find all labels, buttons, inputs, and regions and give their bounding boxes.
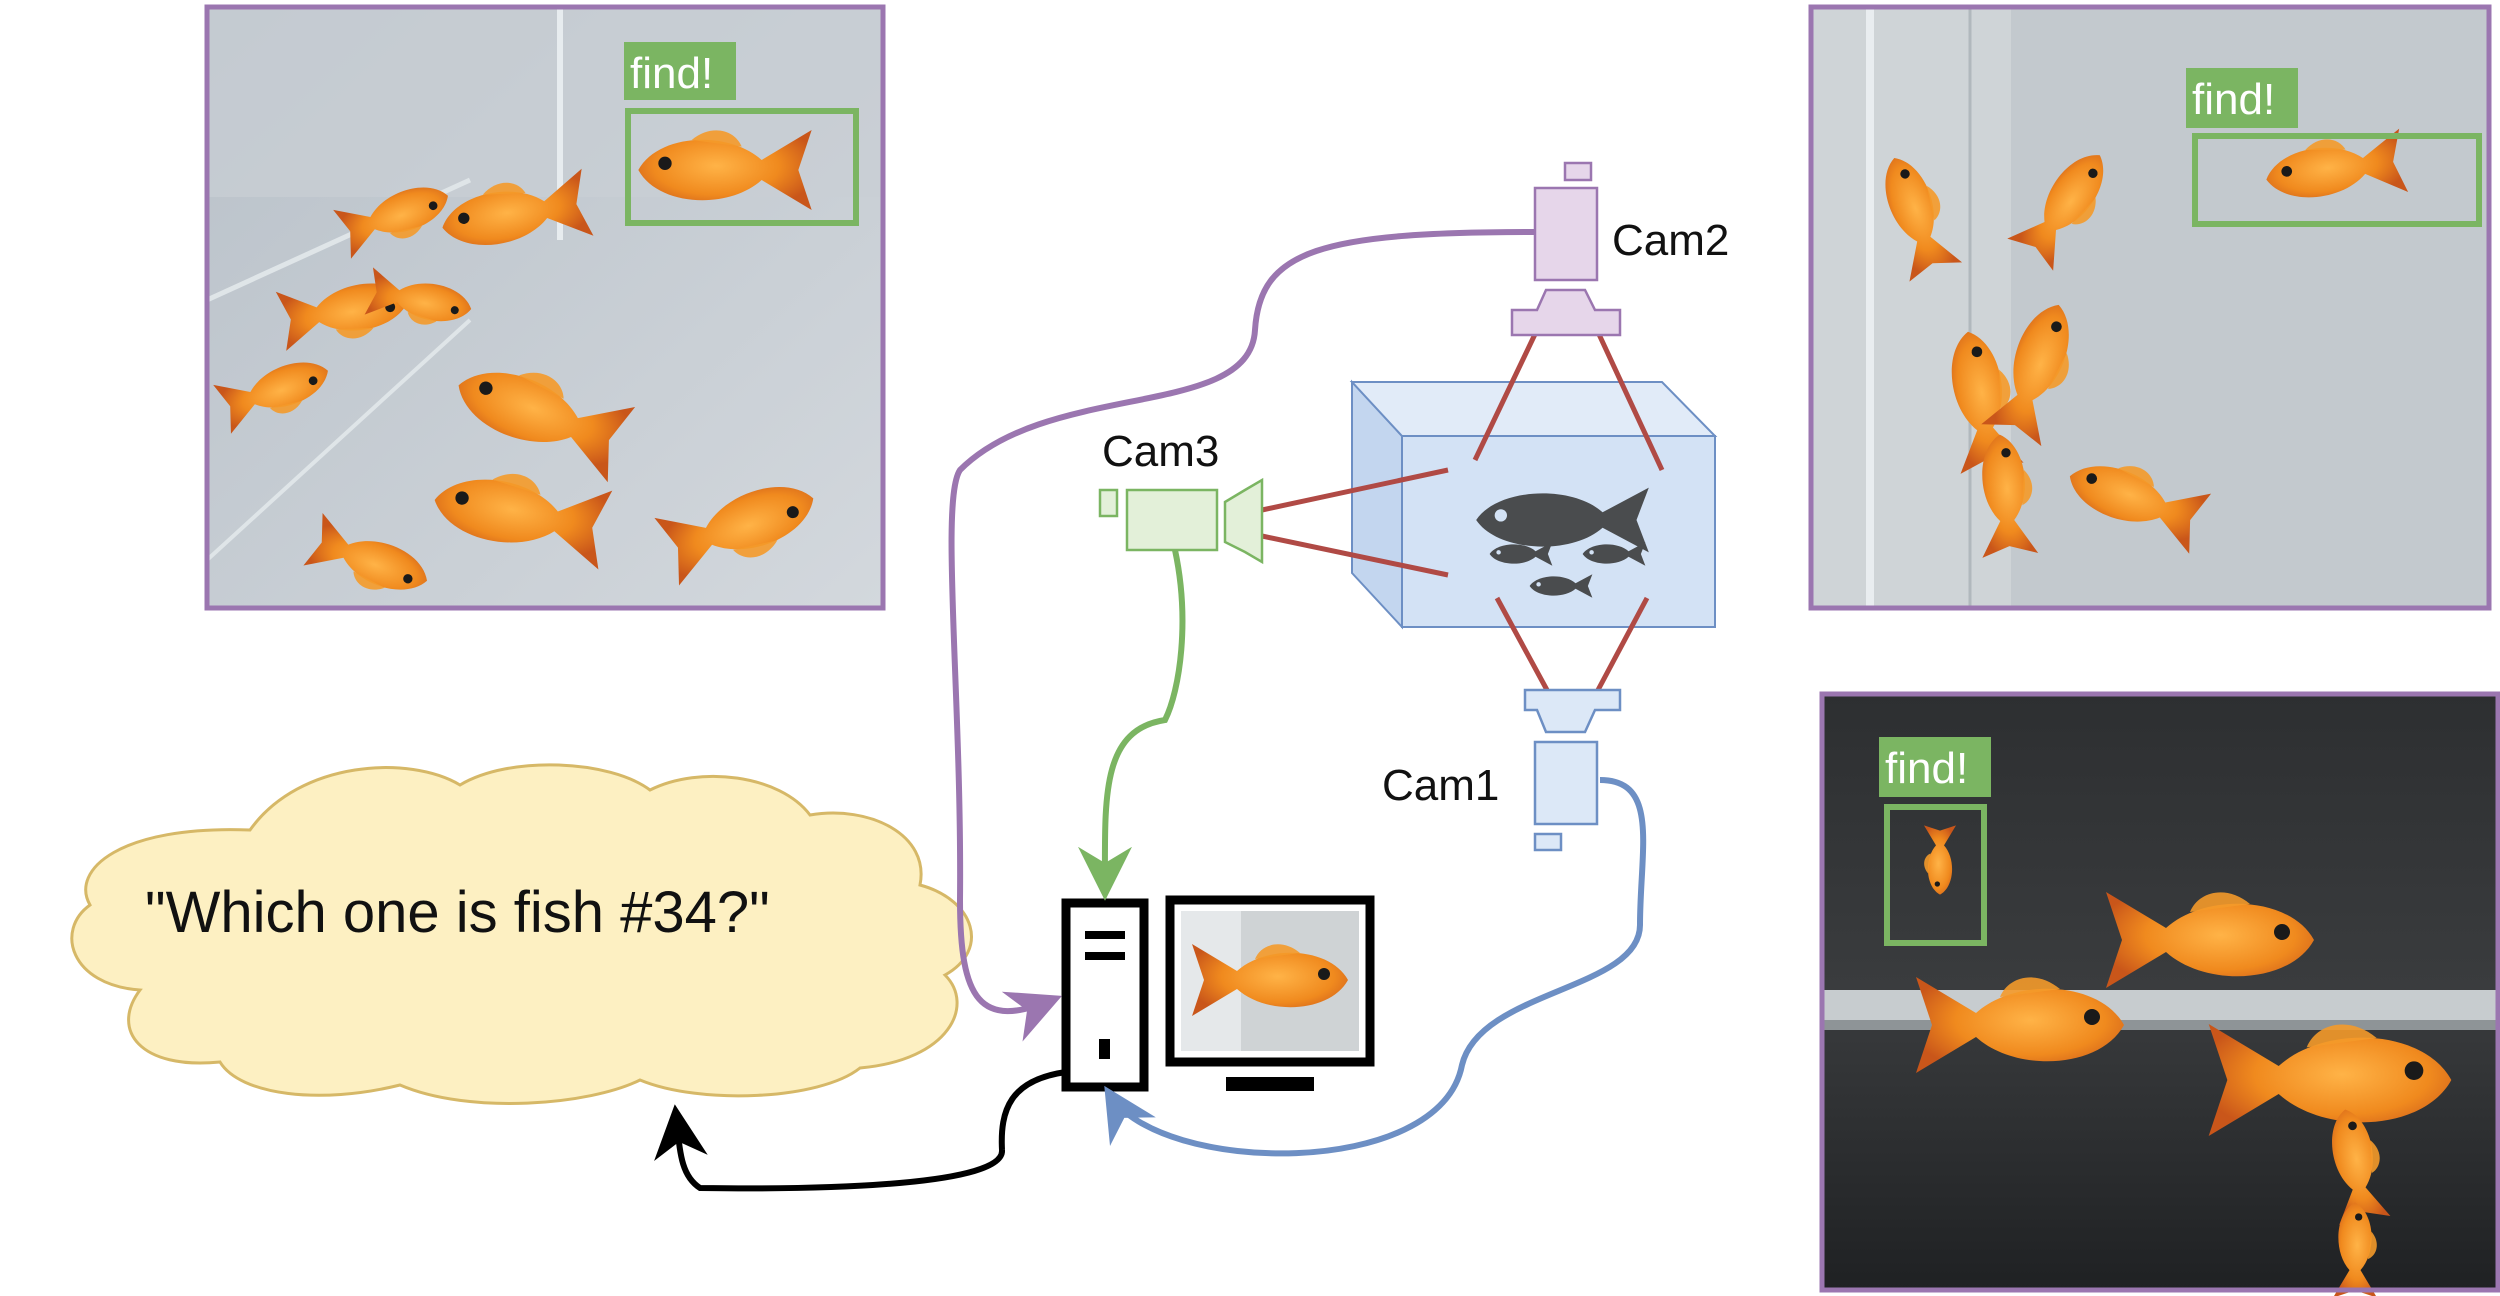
aquarium-tank-icon	[1349, 379, 1718, 630]
find-box	[625, 108, 859, 226]
photo-bottom-right: find!	[1819, 691, 2500, 1296]
camera-3: Cam3	[1098, 427, 1264, 565]
find-box	[2192, 133, 2482, 227]
cam2-label: Cam2	[1612, 216, 1729, 265]
cam1-connector	[1104, 777, 1647, 1157]
photo-top-right: find!	[1808, 4, 2492, 611]
cam1-label: Cam1	[1382, 761, 1499, 810]
photo-top-left: find!	[204, 4, 886, 611]
cam3-label: Cam3	[1102, 427, 1219, 476]
find-label: find!	[2192, 75, 2275, 124]
find-label: find!	[1885, 744, 1968, 793]
find-label: find!	[630, 49, 713, 98]
desktop-computer-icon	[1061, 898, 1149, 1092]
thought-cloud: "Which one is fish #34?"	[70, 763, 973, 1105]
cam3-connector	[1077, 549, 1186, 901]
find-tag	[624, 42, 736, 100]
computer-to-cloud-connector	[654, 1069, 1067, 1192]
find-tag	[2186, 68, 2298, 128]
find-tag	[1879, 737, 1991, 797]
camera-1: Cam1	[1382, 688, 1622, 852]
camera-view-rays	[1261, 328, 1665, 692]
monitor-icon	[1165, 895, 1375, 1091]
camera-2: Cam2	[1510, 161, 1729, 337]
cloud-question: "Which one is fish #34?"	[145, 880, 770, 945]
cam2-connector	[948, 229, 1536, 1042]
find-box	[1884, 804, 1987, 946]
